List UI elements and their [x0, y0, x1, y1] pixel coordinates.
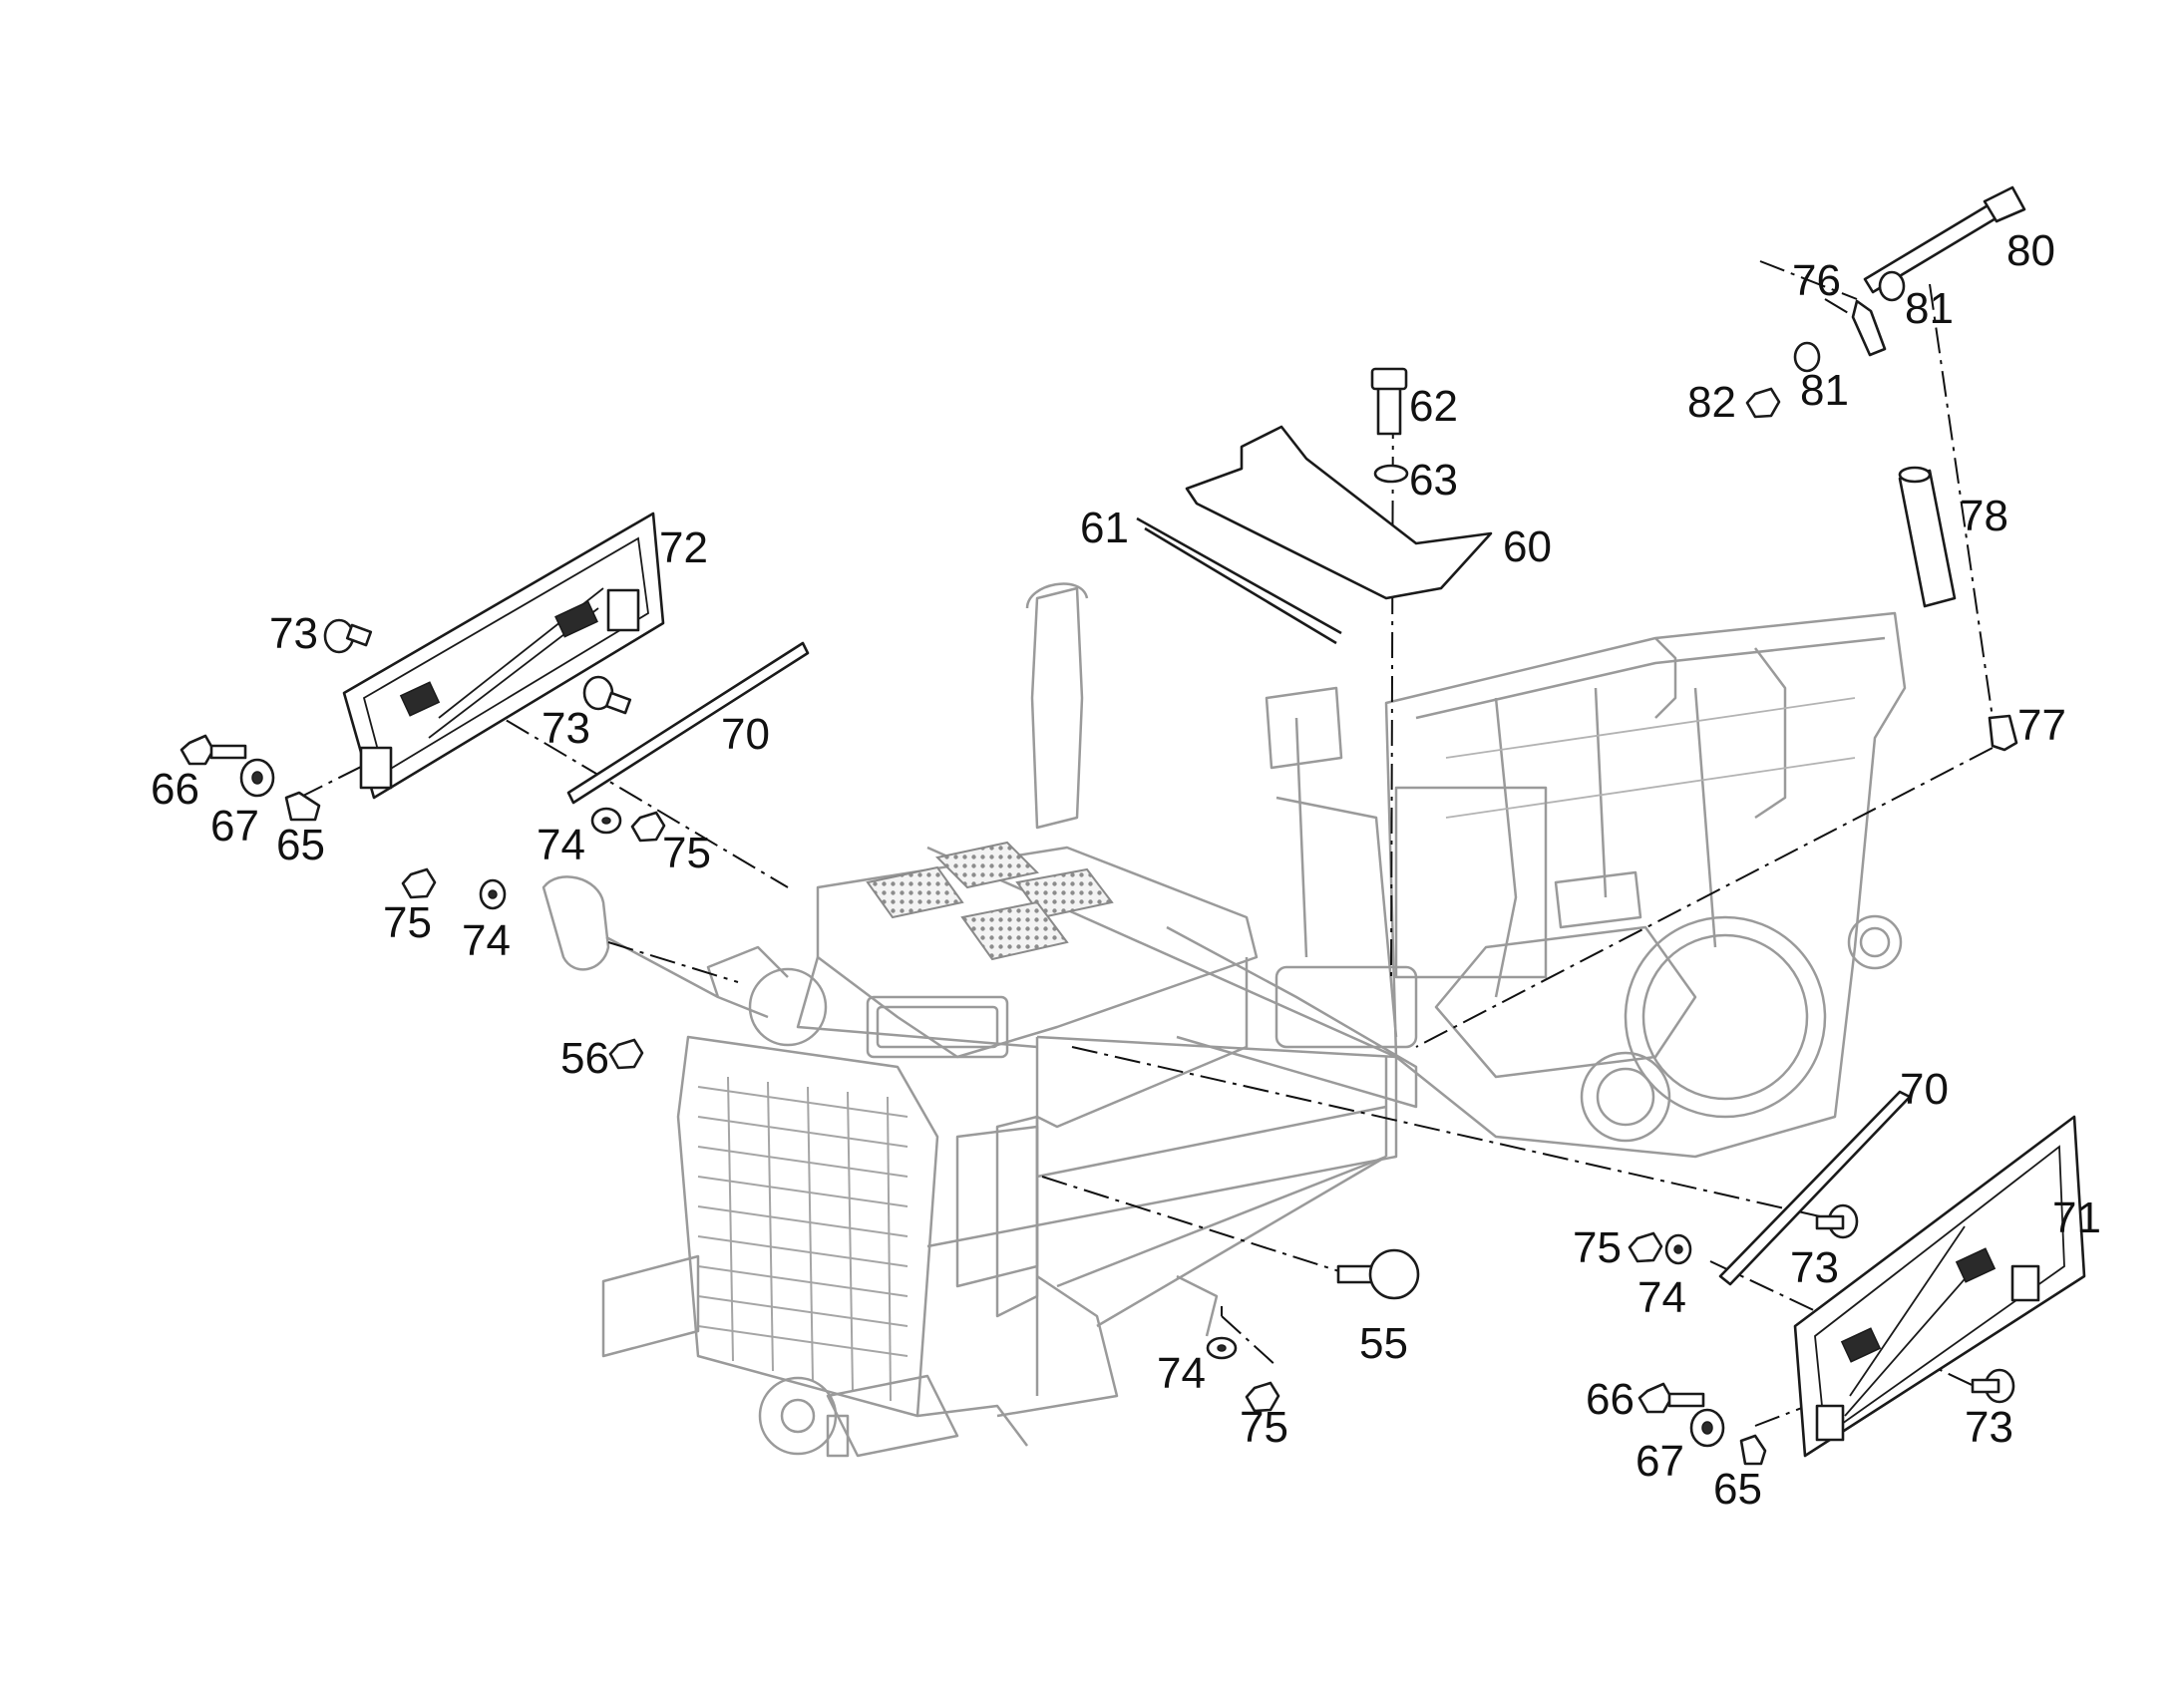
- callout-60: 60: [1503, 522, 1552, 571]
- callout-80: 80: [2006, 226, 2055, 275]
- callout-labels: 80 76 81 82 81 62 63 61 60 78 77 72 73 7…: [151, 226, 2101, 1514]
- callout-66: 66: [1586, 1375, 1635, 1424]
- callout-62: 62: [1409, 382, 1458, 431]
- callout-75: 75: [1573, 1223, 1622, 1272]
- callout-74: 74: [1637, 1273, 1686, 1322]
- callout-74: 74: [1157, 1349, 1206, 1398]
- callout-76: 76: [1792, 256, 1841, 305]
- washer-81b: [1793, 341, 1821, 373]
- callout-65: 65: [1713, 1465, 1762, 1514]
- callout-70: 70: [721, 710, 770, 759]
- washer-67a: [239, 758, 275, 798]
- nut-75b: [401, 867, 437, 899]
- callout-65: 65: [276, 821, 325, 869]
- strip-61: [1136, 516, 1342, 635]
- callout-72: 72: [659, 523, 708, 572]
- callout-66: 66: [151, 765, 199, 814]
- strip-70-left: [566, 641, 810, 805]
- callout-61: 61: [1080, 504, 1129, 552]
- nut-82: [1745, 387, 1781, 419]
- callout-73: 73: [1965, 1403, 2013, 1452]
- strip-70-right: [1718, 1090, 1912, 1286]
- callout-70: 70: [1900, 1065, 1949, 1114]
- washer-63: [1373, 464, 1409, 484]
- callout-75: 75: [383, 898, 432, 947]
- callout-73: 73: [542, 704, 590, 753]
- cover-plate-60: [1185, 425, 1493, 600]
- machine-frame: [542, 582, 1907, 1458]
- end-fitting-77: [1988, 714, 2018, 752]
- washer-74d: [1206, 1336, 1238, 1360]
- leader-lines: [298, 260, 1994, 1427]
- rod-end-76: [1851, 299, 1887, 357]
- callout-71: 71: [2052, 1194, 2101, 1242]
- rubber-bumper-55: [1336, 1248, 1420, 1300]
- bolt-73b: [582, 675, 632, 715]
- bolt-73a: [323, 618, 373, 654]
- right-side-panel-71: [1793, 1115, 2086, 1458]
- washer-74c: [1664, 1233, 1692, 1265]
- callout-63: 63: [1409, 456, 1458, 505]
- callout-67: 67: [1635, 1437, 1684, 1486]
- gas-spring-78: [1898, 466, 1957, 608]
- latch-65b: [1739, 1434, 1767, 1466]
- washer-67b: [1689, 1408, 1725, 1448]
- callout-81: 81: [1800, 366, 1849, 415]
- washer-74b: [479, 878, 507, 910]
- bolt-62: [1370, 367, 1408, 436]
- bolt-80: [1863, 185, 2026, 294]
- callout-75: 75: [662, 829, 711, 877]
- callout-77: 77: [2017, 701, 2066, 750]
- bolt-73c: [1815, 1203, 1859, 1239]
- nut-75d: [1245, 1381, 1280, 1413]
- exploded-parts: [180, 185, 2086, 1466]
- bolt-73d: [1971, 1368, 2015, 1404]
- callout-75: 75: [1240, 1403, 1288, 1452]
- nut-75a: [630, 811, 666, 843]
- nut-75c: [1628, 1231, 1663, 1263]
- nut-56: [608, 1038, 644, 1070]
- washer-74a: [590, 807, 622, 835]
- callout-56: 56: [560, 1034, 609, 1083]
- bolt-66a: [180, 734, 247, 766]
- callout-55: 55: [1359, 1319, 1408, 1368]
- callout-67: 67: [210, 802, 259, 851]
- left-side-panel-72: [342, 512, 665, 800]
- callout-81: 81: [1905, 284, 1954, 333]
- callout-73: 73: [269, 609, 318, 658]
- callout-73: 73: [1790, 1243, 1839, 1292]
- washer-81a: [1878, 270, 1906, 302]
- callout-82: 82: [1687, 378, 1736, 427]
- bolt-66b: [1637, 1382, 1705, 1414]
- latch-65a: [284, 791, 321, 822]
- callout-78: 78: [1960, 492, 2008, 540]
- callout-74: 74: [462, 916, 511, 965]
- callout-74: 74: [537, 821, 585, 869]
